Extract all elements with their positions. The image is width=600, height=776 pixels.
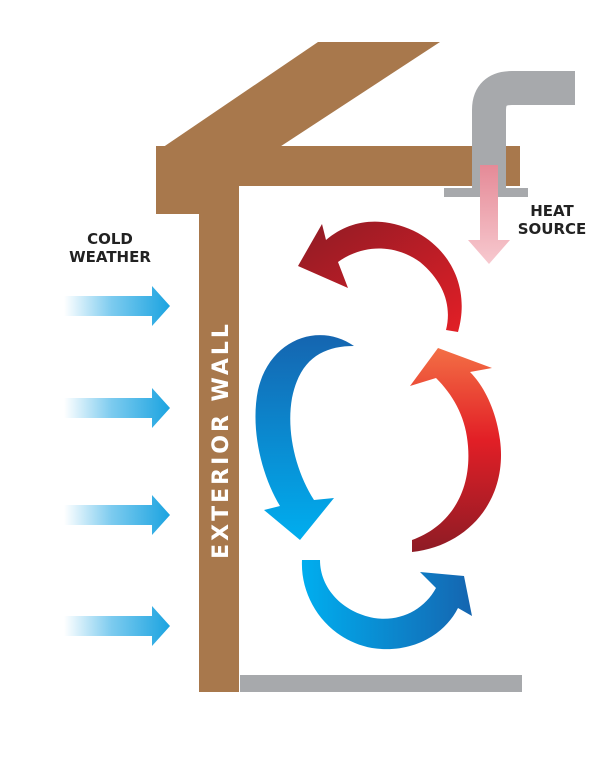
house-frame	[156, 42, 522, 692]
exterior-wall-label: EXTERIOR WALL	[209, 321, 234, 559]
heat-source-line2: SOURCE	[518, 220, 587, 238]
cold-air-arrow	[64, 286, 170, 326]
cold-weather-label: COLD WEATHER	[69, 230, 151, 266]
convection-arrow	[410, 348, 502, 552]
convection-loop	[255, 221, 502, 650]
cold-weather-line1: COLD	[87, 230, 133, 248]
convection-arrow	[255, 335, 354, 540]
floor	[240, 675, 522, 692]
heat-source-line1: HEAT	[530, 202, 574, 220]
heat-source-arrow	[468, 165, 510, 264]
heat-source-label: HEAT SOURCE	[518, 202, 587, 238]
cold-air-arrow	[64, 495, 170, 535]
roof-rafter	[156, 42, 440, 152]
cold-weather-arrows	[64, 286, 170, 646]
ceiling-joist	[156, 146, 520, 214]
exterior-wall	[199, 186, 239, 692]
duct-pipe	[472, 71, 575, 188]
convection-arrow	[298, 221, 462, 332]
cold-weather-line2: WEATHER	[69, 248, 151, 266]
cold-air-arrow	[64, 606, 170, 646]
cold-air-arrow	[64, 388, 170, 428]
convection-arrow	[301, 560, 472, 650]
